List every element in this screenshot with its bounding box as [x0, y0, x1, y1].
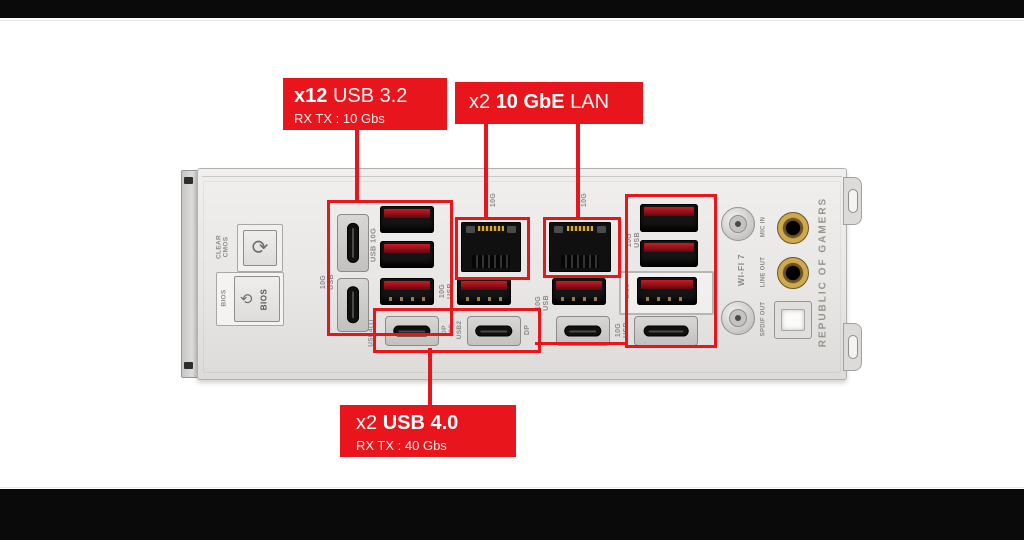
lan-callout-title: x2 10 GbE LAN [469, 91, 610, 113]
bios-button-label: BIOS [220, 289, 228, 307]
usb-a-port [640, 204, 698, 232]
line-out-jack [777, 257, 809, 289]
usb32-callout-line [355, 130, 359, 201]
usb-c-port [337, 214, 369, 272]
mounting-tab [843, 323, 862, 371]
io-panel-plate [197, 168, 847, 380]
screw-hole [848, 335, 858, 359]
wifi-antenna-connector [721, 301, 755, 335]
usb32-callout-title: x12 USB 3.2 [294, 85, 408, 107]
usb4-port-1 [385, 316, 439, 346]
wifi-label: WI-FI 7 [736, 253, 747, 287]
spdif-out-label: SPDIF OUT [760, 301, 767, 337]
usb-a-port [552, 278, 606, 305]
wifi-antenna-connector [721, 207, 755, 241]
usb32-callout: x12 USB 3.2 RX TX : 10 Gbs [283, 78, 447, 130]
usb4-callout-subtitle: RX TX : 40 Gbs [356, 438, 447, 453]
usb4-group-outline [373, 308, 541, 353]
mic-in-label: MIC IN [760, 216, 767, 238]
usb4-port-2 [467, 316, 521, 346]
refresh-arrows-icon: ⟲ [239, 290, 253, 308]
right-usb-group-outline [625, 194, 717, 348]
bios-button-text: BIOS [258, 288, 268, 310]
usb-a-port [380, 278, 434, 305]
usb-a-port [380, 206, 434, 233]
lan2-callout-line [576, 124, 580, 218]
lan1-callout-line [484, 124, 488, 218]
usb-c-port [337, 278, 369, 332]
mic-in-jack [777, 212, 809, 244]
bios-flashback-button: ⟲ BIOS [234, 276, 280, 322]
lan-port-1 [461, 222, 521, 272]
usb4-callout-title: x2 USB 4.0 [356, 412, 459, 434]
usb-c-port [634, 316, 698, 346]
bracket-notch [184, 177, 193, 184]
bracket-notch [184, 362, 193, 369]
lan1-outline [455, 217, 530, 280]
usb-a-port [637, 277, 697, 305]
usb4-callout-line [428, 348, 432, 405]
lan2-outline [543, 217, 621, 278]
lan1-10g-label: 10G [489, 192, 497, 208]
usb-c-port [556, 316, 610, 346]
spdif-optical-port [774, 301, 812, 339]
clear-cmos-button-cap: ⟳ [243, 230, 277, 266]
top-letterbox-bar [0, 0, 1024, 18]
line-out-label: LINE OUT [760, 256, 767, 288]
mounting-tab [843, 177, 862, 225]
lan-callout: x2 10 GbE LAN [455, 82, 643, 124]
usb32-group-outline [327, 200, 453, 336]
bottom-letterbox-bar [0, 489, 1024, 540]
lan2-10g-label: 10G [580, 192, 588, 208]
screw-hole [848, 189, 858, 213]
usb4-callout: x2 USB 4.0 RX TX : 40 Gbs [340, 405, 516, 457]
lan-port-2 [549, 222, 611, 272]
top-divider [0, 20, 1024, 21]
outline-connector-segment [535, 342, 628, 345]
bottom-divider [0, 487, 1024, 488]
usb-a-port [457, 278, 511, 305]
circular-arrow-icon: ⟳ [251, 237, 269, 259]
usb32-callout-subtitle: RX TX : 10 Gbs [294, 111, 385, 126]
usb-a-port [640, 240, 698, 267]
republic-of-gamers-branding: REPUBLIC OF GAMERS [817, 196, 829, 348]
usb-a-port [380, 241, 434, 268]
